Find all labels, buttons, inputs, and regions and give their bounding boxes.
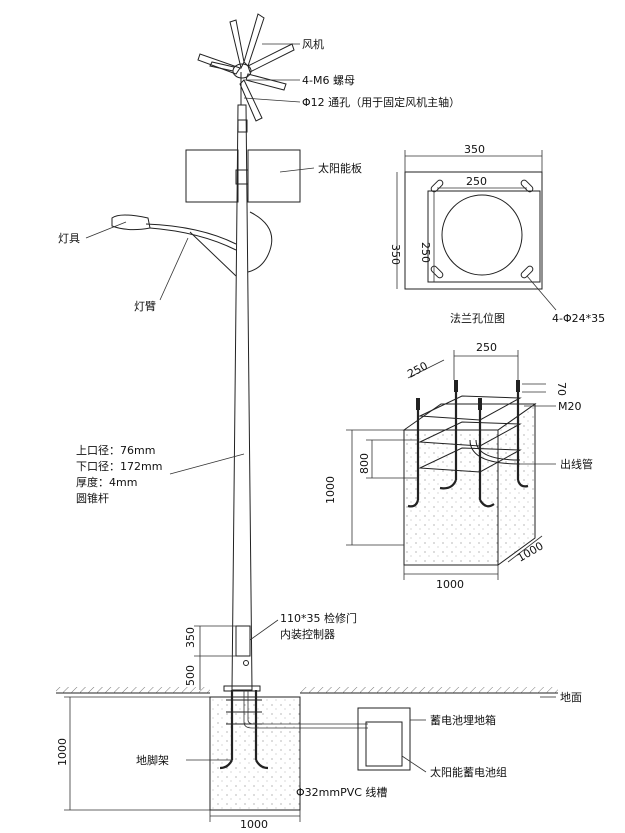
battery-box: [357, 707, 411, 771]
dim-flange-outer-w: 350: [464, 143, 485, 156]
solar-panel-right: [247, 149, 301, 203]
label-lamp-arm: 灯臂: [134, 300, 156, 313]
flange-caption: 法兰孔位图: [450, 311, 505, 325]
label-nut: 4-M6 螺母: [302, 74, 355, 87]
lamp-head: [111, 214, 151, 231]
label-battery-box: 蓄电池埋地箱: [430, 713, 496, 727]
flange-center-hole: [441, 194, 523, 276]
flange-outer: [404, 171, 543, 290]
light-pole-assembly: [111, 13, 411, 811]
dim-cage-height: 800: [358, 453, 371, 474]
label-solar-panel: 太阳能板: [318, 161, 362, 175]
pvc-conduit: [243, 690, 368, 729]
label-flange-holes: 4-Φ24*35: [552, 312, 605, 325]
service-door: [235, 625, 251, 657]
dim-found-height: 1000: [324, 476, 337, 504]
dim-base-width: 1000: [240, 818, 268, 831]
lamp-arm: [145, 211, 273, 277]
flange-plan: 350 250 350 250 法兰孔位图 4-Φ24*35: [389, 143, 605, 325]
flange-inner: [427, 190, 541, 283]
dim-found-width: 1000: [436, 578, 464, 591]
dim-bolt-protrusion: 70: [555, 382, 568, 396]
base-plate: [223, 685, 261, 692]
ground-line: [56, 687, 558, 694]
dim-flange-inner-h: 250: [419, 242, 432, 263]
dim-base-depth: 1000: [56, 738, 69, 766]
anchor-frame: [219, 690, 269, 770]
label-anchor-frame: 地脚架: [136, 753, 169, 767]
label-anchor-bolt: M20: [558, 400, 582, 413]
label-pole-bottom: 下口径：172mm: [76, 460, 162, 473]
dim-flange-outer-h: 350: [389, 244, 402, 265]
pole-joint-upper: [237, 119, 248, 133]
pole: [231, 104, 253, 691]
label-outlet-pipe: 出线管: [560, 457, 593, 471]
label-through-hole: Φ12 通孔（用于固定风机主轴）: [302, 95, 460, 109]
label-lamp: 灯具: [58, 232, 80, 245]
pole-labels: 风机 4-M6 螺母 Φ12 通孔（用于固定风机主轴） 太阳能板 灯具 灯臂 上…: [58, 37, 582, 799]
dim-cage-depth: 250: [405, 359, 430, 380]
label-service-door: 110*35 检修门: [280, 611, 357, 625]
flange-slot-hole: [520, 265, 534, 279]
battery-group: [365, 721, 403, 767]
dim-door-height: 350: [184, 627, 197, 648]
label-ground: 地面: [560, 691, 582, 704]
label-battery-group: 太阳能蓄电池组: [430, 765, 507, 779]
dim-flange-inner-w: 250: [466, 175, 487, 188]
label-pole-type: 圆锥杆: [76, 491, 109, 505]
label-pole-thickness: 厚度：4mm: [76, 475, 137, 489]
label-wind-turbine: 风机: [302, 37, 324, 51]
solar-panel-left: [185, 149, 239, 203]
dim-cage-width: 250: [476, 341, 497, 354]
flange-slot-hole: [430, 265, 444, 279]
foundation-isometric: 250 250 70 M20 出线管 1000 800 1000 1000: [324, 341, 593, 591]
foundation-right-face: [497, 403, 536, 566]
rebar-cage: [407, 380, 529, 508]
label-pole-top: 上口径：76mm: [76, 444, 155, 457]
label-controller: 内装控制器: [280, 627, 335, 641]
pole-dimensions: 350 500 1000 1000: [56, 625, 301, 831]
label-conduit: Φ32mmPVC 线槽: [296, 785, 387, 799]
dim-door-offset: 500: [184, 665, 197, 686]
wind-turbine: [197, 13, 295, 122]
